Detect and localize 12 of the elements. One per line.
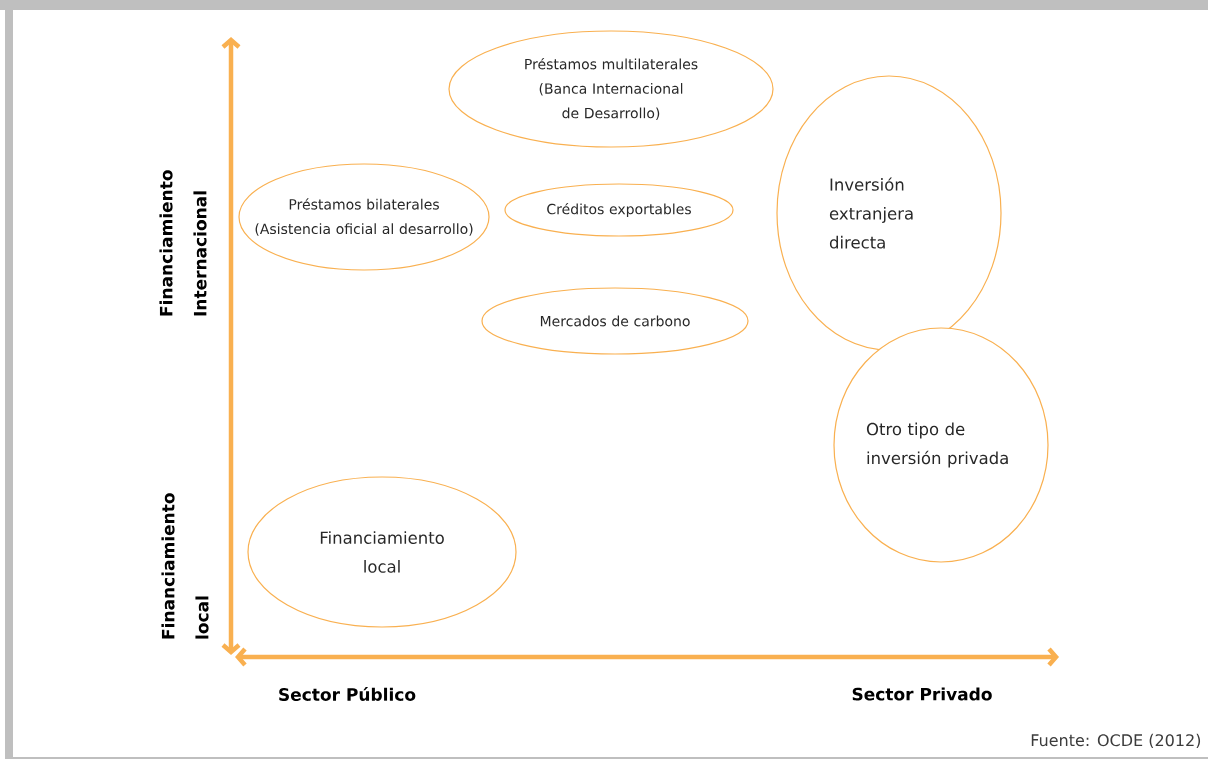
axis-label: Financiamiento local bbox=[161, 493, 209, 639]
ellipse-node: Préstamos multilaterales (Banca Internacional de Desarrollo) bbox=[448, 30, 774, 148]
ellipse-node: Préstamos bilaterales (Asistencia oficial al desarrollo) bbox=[238, 163, 490, 271]
ellipse-node: Otro tipo de inversión privada bbox=[833, 327, 1049, 563]
ellipse-node: Créditos exportables bbox=[504, 183, 734, 237]
axis-label: Sector Privado bbox=[852, 687, 992, 701]
axis-label: Financiamiento Internacional bbox=[159, 170, 207, 316]
axis-label: Sector Público bbox=[279, 687, 416, 701]
ellipse-node: Mercados de carbono bbox=[481, 287, 749, 355]
source-caption: Fuente: OCDE (2012) bbox=[1031, 733, 1201, 749]
ellipse-node: Inversión extranjera directa bbox=[776, 75, 1002, 351]
ellipse-node: Financiamiento local bbox=[247, 476, 517, 628]
